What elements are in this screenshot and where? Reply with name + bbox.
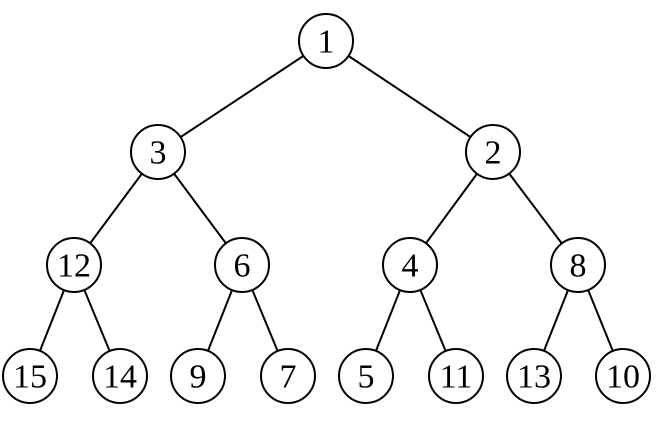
tree-node: 6 [214,237,270,293]
tree-node-label: 15 [13,359,47,396]
tree-node: 1 [298,13,354,69]
tree-node-label: 9 [190,359,207,396]
tree-node: 11 [428,348,484,404]
tree-node: 10 [595,348,651,404]
tree-node-label: 1 [318,24,335,61]
tree-edge [157,40,327,153]
tree-node: 8 [550,237,606,293]
tree-node: 3 [130,124,186,180]
tree-node-label: 11 [440,359,473,396]
tree-node-circle [2,348,58,404]
tree-node-circle [595,348,651,404]
tree-node: 15 [2,348,58,404]
tree-node: 13 [506,348,562,404]
tree-node-label: 7 [280,359,297,396]
tree-node-circle [260,348,316,404]
tree-node-label: 10 [606,359,640,396]
tree-node-label: 14 [103,359,137,396]
tree-node-label: 4 [402,248,419,285]
tree-node-circle [506,348,562,404]
tree-node: 4 [382,237,438,293]
tree-node-circle [428,348,484,404]
tree-node-circle [465,124,521,180]
tree-node-circle [382,237,438,293]
tree-node-circle [46,237,102,293]
tree-node: 2 [465,124,521,180]
tree-node: 14 [92,348,148,404]
tree-edges [29,40,624,377]
tree-node-label: 2 [485,135,502,172]
tree-node-circle [298,13,354,69]
tree-node-circle [214,237,270,293]
tree-node-circle [338,348,394,404]
tree-node: 5 [338,348,394,404]
tree-node-circle [170,348,226,404]
tree-node-circle [92,348,148,404]
tree-node: 7 [260,348,316,404]
tree-node-circle [130,124,186,180]
tree-node-label: 5 [358,359,375,396]
tree-node-label: 12 [57,248,91,285]
tree-node-label: 8 [570,248,587,285]
tree-node-label: 3 [150,135,167,172]
tree-node-label: 6 [234,248,251,285]
tree-edge [325,40,494,153]
tree-node-label: 13 [517,359,551,396]
tree-node: 12 [46,237,102,293]
tree-node: 9 [170,348,226,404]
tree-node-circle [550,237,606,293]
